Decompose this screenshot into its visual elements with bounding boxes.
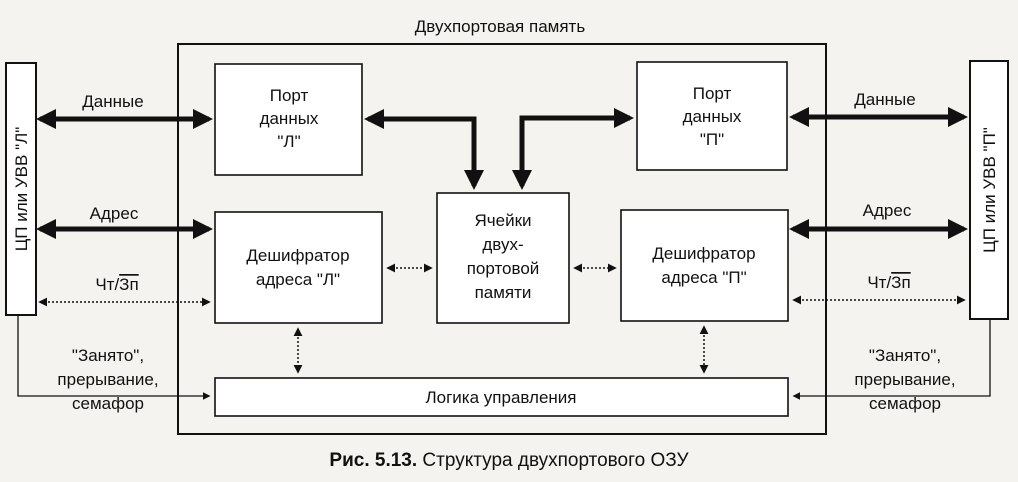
left-busy-line2: прерывание, (57, 370, 158, 389)
port-left-line3: "Л" (277, 132, 300, 151)
caption-text: Структура двухпортового ОЗУ (417, 450, 689, 471)
right-busy-line2: прерывание, (854, 370, 955, 389)
right-device-box (969, 60, 1009, 320)
memory-title: Двухпортовая память (415, 17, 586, 36)
right-busy-line (792, 319, 991, 400)
port-left-line2: данных (260, 109, 319, 128)
right-busy-line1: "Занято", (869, 346, 941, 365)
memory-cells: Ячейки двух- портовой памяти (436, 192, 570, 324)
decoder-left-line2: адреса "Л" (256, 270, 340, 289)
port-right: Порт данных "П" (636, 61, 788, 171)
right-device-label: ЦП или УВВ "П" (980, 127, 999, 253)
port-right-line3: "П" (700, 130, 724, 149)
right-rw-overline: Зп (891, 273, 910, 292)
left-busy-line (17, 315, 211, 400)
left-busy-line3: семафор (72, 394, 144, 413)
right-busy-line3: семафор (869, 394, 941, 413)
right-port-to-cells-bus (512, 108, 634, 190)
left-port-to-cells-bus (364, 109, 484, 190)
right-rw-label: Чт/Зп (867, 273, 910, 292)
left-device-box (5, 62, 37, 316)
decoder-right-line2: адреса "П" (661, 268, 746, 287)
decoder-left-line1: Дешифратор (246, 246, 349, 265)
cells-line2: двух- (482, 235, 523, 254)
memory-frame (177, 43, 827, 435)
port-left-line1: Порт (270, 86, 309, 105)
port-left: Порт данных "Л" (214, 63, 363, 176)
decoder-right: Дешифратор адреса "П" (620, 209, 789, 322)
left-device-label: ЦП или УВВ "Л" (12, 127, 31, 252)
left-address-label: Адрес (90, 204, 139, 223)
right-data-label: Данные (854, 90, 915, 109)
left-rw-overline: Зп (119, 275, 138, 294)
port-right-line2: данных (683, 107, 742, 126)
left-rw-prefix: Чт/ (95, 275, 119, 294)
port-right-line1: Порт (693, 84, 732, 103)
right-address-label: Адрес (863, 201, 912, 220)
decoder-right-line1: Дешифратор (652, 244, 755, 263)
cells-line1: Ячейки (474, 211, 531, 230)
decoder-left: Дешифратор адреса "Л" (214, 211, 383, 324)
cells-line3: портовой (467, 259, 540, 278)
left-data-label: Данные (82, 92, 143, 111)
left-busy-line1: "Занято", (72, 346, 144, 365)
right-rw-prefix: Чт/ (867, 273, 891, 292)
figure-caption: Рис. 5.13. Структура двухпортового ОЗУ (0, 450, 1018, 472)
cells-line4: памяти (475, 283, 532, 302)
control-logic-label: Логика управления (425, 388, 576, 407)
control-logic: Логика управления (214, 377, 789, 417)
caption-prefix: Рис. 5.13. (329, 450, 418, 471)
left-rw-label: Чт/Зп (95, 275, 138, 294)
